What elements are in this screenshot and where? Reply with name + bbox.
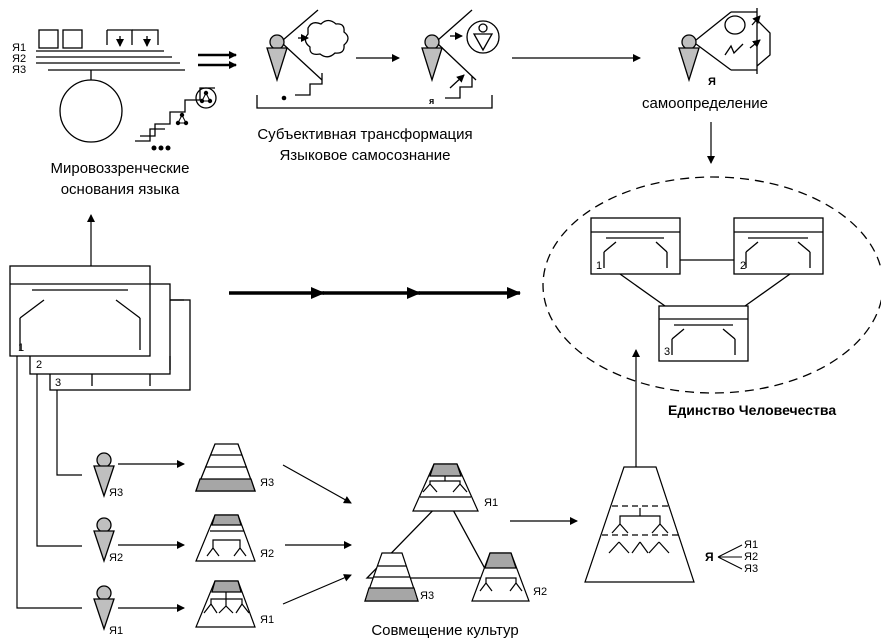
- branch-ya1-label: Я1: [744, 539, 759, 551]
- ya2-label: Я2: [12, 53, 27, 65]
- person-icon: [678, 34, 700, 83]
- person-ya2-label: Я2: [109, 552, 124, 564]
- culture-pyramid: [471, 552, 530, 602]
- subjective-caption-line2: Языковое самосознание: [279, 147, 451, 164]
- worldview-panel: [36, 29, 217, 143]
- self-letter: Я: [708, 76, 716, 88]
- branch-ya3-label: Я3: [744, 563, 759, 575]
- unity-ellipse: [542, 176, 881, 394]
- person-ya3-label: Я3: [109, 487, 124, 499]
- frame-number: 3: [664, 346, 671, 358]
- ya3-label: Я3: [12, 64, 27, 76]
- frame-number: 3: [55, 377, 62, 389]
- self-determination-caption: самоопределение: [641, 95, 768, 112]
- pyramid-ya3-label: Я3: [260, 477, 275, 489]
- combo-ya1-label: Я1: [484, 497, 499, 509]
- frame-number: 2: [740, 260, 747, 272]
- frame-number: 2: [36, 359, 43, 371]
- pyramid-ya2-label: Я2: [260, 548, 275, 560]
- branch-ya2-label: Я2: [744, 551, 759, 563]
- bracket: [256, 95, 493, 109]
- pyramid-ya1-label: Я1: [260, 614, 275, 626]
- unified-pyramid: [584, 466, 695, 583]
- culture-pyramid: [195, 580, 256, 628]
- culture-pyramid: [195, 443, 256, 492]
- small-ya-label: я: [429, 96, 434, 106]
- person-ya1-label: Я1: [109, 625, 124, 637]
- ya1-label: Я1: [12, 42, 27, 54]
- combination-caption: Совмещение культур: [371, 622, 519, 639]
- worldview-caption-line1: Мировоззренческие: [50, 160, 190, 177]
- culture-frames: [9, 265, 191, 391]
- frame-number: 1: [596, 260, 603, 272]
- person-icon: [421, 34, 443, 83]
- unity-caption: Единство Человечества: [668, 402, 837, 418]
- unity-cultures: [590, 217, 824, 362]
- worldview-caption-line2: основания языка: [60, 181, 180, 198]
- subjective-caption-line1: Субъективная трансформация: [257, 126, 473, 143]
- combo-ya3-label: Я3: [420, 590, 435, 602]
- culture-pyramid: [364, 552, 419, 602]
- combination-triangle: [365, 495, 492, 579]
- culture-pyramid: [412, 463, 479, 512]
- person-icon: [93, 452, 115, 632]
- double-arrow-icon: [198, 51, 237, 69]
- ya-branch-icon: [717, 544, 743, 570]
- combo-ya2-label: Я2: [533, 586, 548, 598]
- person-icon: [266, 34, 288, 83]
- unified-ya-label: Я: [705, 550, 714, 564]
- culture-pyramid: [195, 514, 256, 562]
- frame-number: 1: [18, 342, 25, 354]
